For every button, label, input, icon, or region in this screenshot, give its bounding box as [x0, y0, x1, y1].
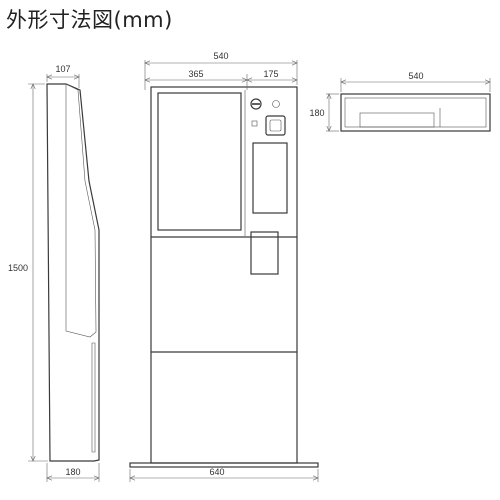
dim-screen-width: 365 — [188, 69, 203, 79]
side-view-outline — [46, 83, 100, 462]
dim-panel-width: 175 — [263, 69, 278, 79]
dim-top-depth: 180 — [309, 108, 324, 118]
side-view: 107 1500 180 — [8, 64, 99, 482]
dim-side-top-depth: 107 — [55, 64, 70, 74]
coin-insert-icon — [250, 98, 262, 110]
front-view: 540 365 175 640 — [130, 51, 318, 482]
dim-base-width: 640 — [209, 467, 224, 477]
card-reader-panel — [252, 142, 288, 214]
top-view-inner — [344, 97, 487, 128]
front-screen — [157, 92, 242, 231]
page-title: 外形寸法図(mm) — [6, 8, 173, 32]
side-view-lower-panel — [91, 342, 96, 453]
dim-side-bottom-depth: 180 — [65, 467, 80, 477]
ticket-outlet — [250, 231, 279, 275]
top-view-slot — [359, 112, 435, 128]
dim-top-width: 540 — [408, 71, 423, 81]
front-base-plate — [129, 462, 319, 468]
dim-front-width: 540 — [213, 51, 228, 61]
bill-acceptor-inner — [269, 119, 282, 132]
side-view-inner-line — [65, 83, 97, 338]
top-view: 540 180 — [309, 71, 490, 131]
top-view-outline — [340, 93, 491, 132]
return-button-icon — [272, 100, 280, 108]
dim-side-height: 1500 — [8, 263, 28, 273]
bill-acceptor — [265, 115, 286, 136]
small-indicator — [251, 120, 258, 127]
